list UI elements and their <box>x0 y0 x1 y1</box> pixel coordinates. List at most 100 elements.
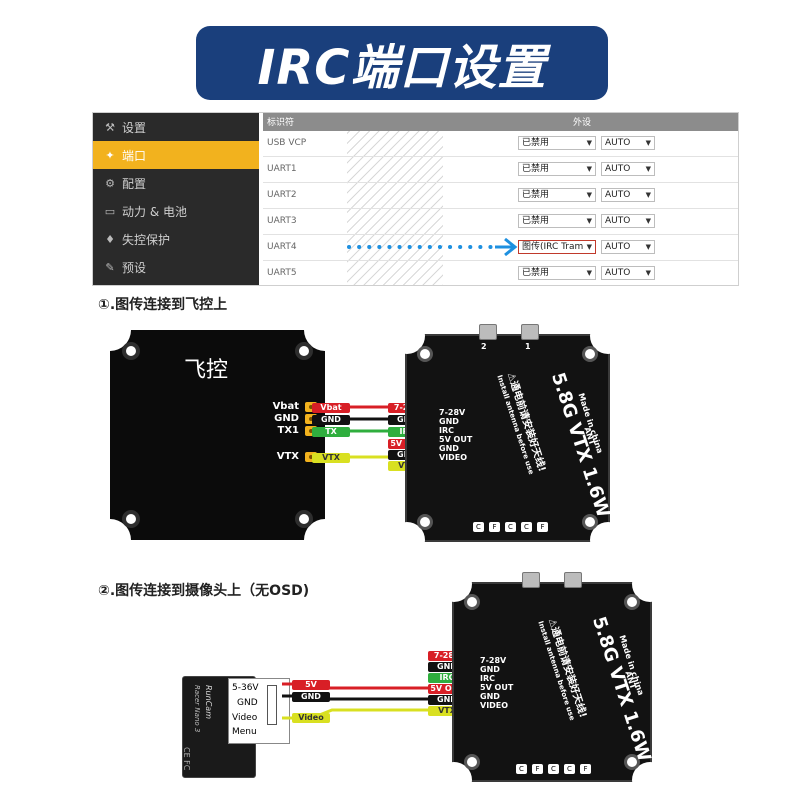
sidebar-item-ports[interactable]: ✦ 端口 <box>93 141 259 169</box>
baud-select[interactable]: AUTO▼ <box>601 214 655 228</box>
table-row: UART1 已禁用▼ AUTO ▼ <box>263 157 738 183</box>
configurator-screenshot: ⚒ 设置 ✦ 端口 ⚙ 配置 ▭ 动力 & 电池 ♦ 失控保护 ✎ 预设 标识符… <box>92 112 739 286</box>
chevron-down-icon: ▼ <box>645 165 651 173</box>
camera-pinout: 5-36V GND Video Menu <box>228 678 290 744</box>
mount-hole <box>624 594 640 610</box>
select-value: 已禁用 <box>522 216 550 226</box>
port-name: UART1 <box>267 164 297 174</box>
sidebar-item-settings[interactable]: ⚒ 设置 <box>93 113 259 141</box>
select-value: 已禁用 <box>522 268 550 278</box>
peripheral-select[interactable]: 已禁用▼ <box>518 266 596 280</box>
select-value: AUTO <box>605 164 631 174</box>
vtx-pin-label: GND <box>439 444 459 453</box>
pin-label: VTX <box>276 451 299 462</box>
column-header-peripherals: 外设 <box>573 118 592 128</box>
button-badge: C <box>505 522 516 532</box>
baud-select[interactable]: AUTO ▼ <box>601 136 655 150</box>
corner-notch <box>304 519 346 561</box>
antenna-connector <box>564 572 582 588</box>
mount-hole <box>122 510 140 528</box>
wire-label: Video <box>292 713 330 723</box>
vtx-pin-label: GND <box>439 417 459 426</box>
camera-pin-label: Menu <box>232 727 257 737</box>
button-badge: C <box>521 522 532 532</box>
vtx-pin-label: 5V OUT <box>439 435 473 444</box>
select-value: AUTO <box>605 138 631 148</box>
select-value: AUTO <box>605 190 631 200</box>
sidebar-item-label: 预设 <box>122 260 147 275</box>
chevron-down-icon: ▼ <box>645 269 651 277</box>
sidebar-item-label: 配置 <box>122 176 147 191</box>
page-title: IRC端口设置 <box>257 40 547 96</box>
table-row: UART2 已禁用▼ AUTO▼ <box>263 183 738 209</box>
wire-label: GND <box>428 695 466 705</box>
sidebar-item-label: 设置 <box>122 120 147 135</box>
table-row: USB VCP 已禁用▼ AUTO ▼ <box>263 131 738 157</box>
vtx-pin-label: IRC <box>439 426 455 435</box>
sidebar-item-label: 端口 <box>122 148 147 163</box>
port-name: UART2 <box>267 190 297 200</box>
fc-title: 飞控 <box>184 358 229 383</box>
sidebar: ⚒ 设置 ✦ 端口 ⚙ 配置 ▭ 动力 & 电池 ♦ 失控保护 ✎ 预设 <box>93 113 259 285</box>
sidebar-item-configuration[interactable]: ⚙ 配置 <box>93 169 259 197</box>
baud-select[interactable]: AUTO▼ <box>601 240 655 254</box>
port-name: UART5 <box>267 268 297 278</box>
button-badge: C <box>473 522 484 532</box>
button-badge: F <box>537 522 548 532</box>
antenna-connector <box>521 324 539 340</box>
chevron-down-icon: ▼ <box>645 139 651 147</box>
antenna-port-label: 2 <box>481 342 487 351</box>
button-badge: C <box>564 764 575 774</box>
dotted-arrow-icon <box>347 237 518 257</box>
antenna-connector <box>522 572 540 588</box>
wire-label: 5V <box>292 680 330 690</box>
vtx-pin-label: GND <box>480 692 500 701</box>
sidebar-item-label: 失控保护 <box>122 232 171 247</box>
wire-label: VTX <box>428 706 466 716</box>
wire-label: Vbat <box>312 403 350 413</box>
mount-hole <box>464 594 480 610</box>
wire-label: IRC <box>428 673 466 683</box>
corner-notch <box>590 522 626 558</box>
button-badge: F <box>489 522 500 532</box>
sidebar-item-label: 动力 & 电池 <box>122 204 187 219</box>
baud-select[interactable]: AUTO▼ <box>601 188 655 202</box>
peripheral-select[interactable]: 已禁用▼ <box>518 188 596 202</box>
sidebar-item-failsafe[interactable]: ♦ 失控保护 <box>93 225 259 253</box>
gear-icon: ⚙ <box>105 176 115 190</box>
mount-hole <box>464 754 480 770</box>
camera-connector <box>267 685 277 725</box>
ports-table: 标识符 外设 USB VCP 已禁用▼ AUTO▼ UART1 已禁用▼ AUT… <box>263 113 738 285</box>
port-name: UART4 <box>267 242 297 252</box>
baud-select[interactable]: AUTO ▼ <box>601 266 655 280</box>
peripheral-select[interactable]: 图传(IRC Tram▼ <box>518 240 596 254</box>
peripheral-select[interactable]: 已禁用▼ <box>518 162 596 176</box>
vtx-board-2: 7-28V GND IRC 5V OUT GND VIDEO 5.8G VTX … <box>436 566 668 798</box>
baud-select[interactable]: AUTO ▼ <box>601 162 655 176</box>
mount-hole <box>582 346 598 362</box>
wire-label: 7-28V <box>428 651 466 661</box>
wire-label: GND <box>428 662 466 672</box>
table-row: UART3 已禁用▼ AUTO▼ <box>263 209 738 235</box>
chevron-down-icon: ▼ <box>586 165 592 173</box>
peripheral-select[interactable]: 已禁用▼ <box>518 136 596 150</box>
sidebar-item-power-battery[interactable]: ▭ 动力 & 电池 <box>93 197 259 225</box>
mount-hole <box>582 514 598 530</box>
chevron-down-icon: ▼ <box>586 191 592 199</box>
mount-hole <box>295 342 313 360</box>
certification-marks: CE FC <box>182 747 191 771</box>
camera-model: Racer Nano 3 <box>193 685 201 733</box>
chevron-down-icon: ▼ <box>586 217 592 225</box>
peripheral-select[interactable]: 已禁用 ▼ <box>518 214 596 228</box>
sidebar-item-presets[interactable]: ✎ 预设 <box>93 253 259 281</box>
button-badge: F <box>580 764 591 774</box>
select-value: AUTO <box>605 268 631 278</box>
port-name: USB VCP <box>267 138 307 148</box>
column-header-identifier: 标识符 <box>267 118 295 128</box>
chevron-down-icon: ▼ <box>586 243 592 251</box>
wire-label: GND <box>292 692 330 702</box>
vtx-pin-label: GND <box>480 665 500 674</box>
vtx-pin-label: VIDEO <box>480 701 509 710</box>
corner-notch <box>89 519 131 561</box>
wire-label: TX <box>312 427 350 437</box>
